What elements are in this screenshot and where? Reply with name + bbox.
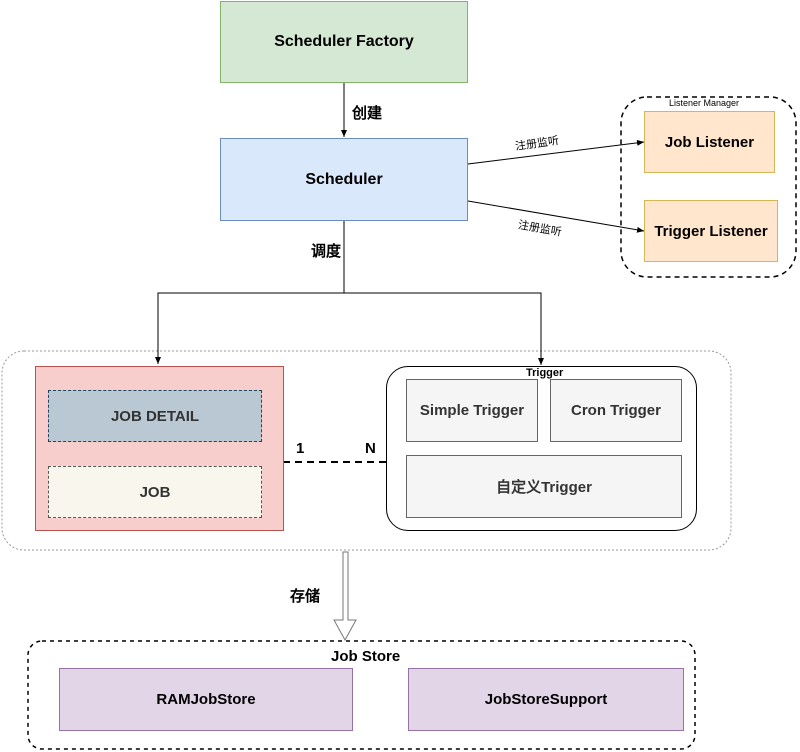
job-listener-node[interactable]: Job Listener — [644, 111, 775, 173]
trigger-listener-label: Trigger Listener — [654, 222, 768, 240]
cron-trigger-node[interactable]: Cron Trigger — [550, 379, 682, 442]
scheduler-factory-node[interactable]: Scheduler Factory — [220, 1, 468, 83]
simple-trigger-node[interactable]: Simple Trigger — [406, 379, 538, 442]
scheduler-node[interactable]: Scheduler — [220, 138, 468, 221]
cardinality-one: 1 — [296, 440, 305, 457]
trigger-listener-node[interactable]: Trigger Listener — [644, 200, 778, 262]
schedule-edge-trigger — [344, 292, 544, 365]
job-listener-label: Job Listener — [664, 133, 755, 151]
ram-job-store-node[interactable]: RAMJobStore — [59, 668, 353, 731]
job-store-support-label: JobStoreSupport — [484, 691, 608, 708]
store-label: 存储 — [290, 588, 321, 605]
job-label: JOB — [139, 483, 171, 501]
job-detail-node[interactable]: JOB DETAIL — [48, 390, 262, 442]
scheduler-factory-label: Scheduler Factory — [274, 33, 414, 50]
schedule-label: 调度 — [311, 243, 342, 260]
create-label: 创建 — [352, 105, 383, 122]
register-listener-label-1: 注册监听 — [514, 134, 560, 153]
custom-trigger-node[interactable]: 自定义Trigger — [406, 455, 682, 518]
simple-trigger-label: Simple Trigger — [419, 402, 525, 419]
scheduler-label: Scheduler — [305, 170, 383, 188]
register-listener-label-2: 注册监听 — [517, 219, 563, 239]
cron-trigger-label: Cron Trigger — [570, 402, 661, 419]
job-store-support-node[interactable]: JobStoreSupport — [408, 668, 684, 731]
ram-job-store-label: RAMJobStore — [156, 691, 256, 708]
job-detail-label: JOB DETAIL — [110, 407, 200, 425]
store-arrow — [333, 551, 357, 642]
job-node[interactable]: JOB — [48, 466, 262, 518]
job-store-title: Job Store — [331, 648, 401, 665]
cardinality-many: N — [365, 440, 376, 457]
trigger-group-title: Trigger — [526, 367, 564, 379]
listener-manager-title: Listener Manager — [669, 98, 740, 108]
custom-trigger-label: 自定义Trigger — [496, 479, 592, 496]
